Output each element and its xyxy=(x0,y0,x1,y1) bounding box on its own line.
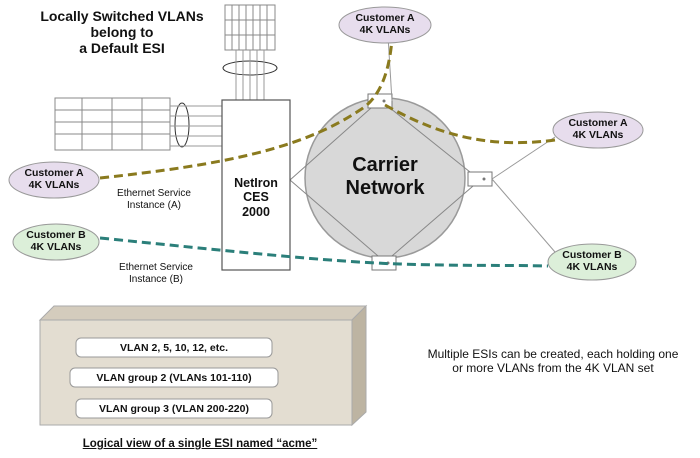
esi-row-1: VLAN 2, 5, 10, 12, etc. xyxy=(120,342,228,354)
esi-a-link xyxy=(99,39,556,180)
esi-b-link xyxy=(99,236,549,268)
left-vlan-bundle xyxy=(174,102,190,148)
customer-b-left-bubble xyxy=(12,223,100,261)
esi-box-caption: Logical view of a single ESI named “acme… xyxy=(82,438,318,450)
customer-a-right-bubble xyxy=(552,111,644,149)
locally-switched-label: Locally Switched VLANs belong to a Defau… xyxy=(40,8,204,57)
left-port-stack xyxy=(54,97,171,151)
customer-a-top-bubble xyxy=(338,6,432,44)
netiron-device xyxy=(221,99,291,271)
esi-row-2: VLAN group 2 (VLANs 101-110) xyxy=(96,372,252,384)
customer-a-left-bubble xyxy=(8,161,100,199)
esi-row-3: VLAN group 3 (VLAN 200-220) xyxy=(99,403,249,415)
customer-b-right-bubble xyxy=(547,243,637,281)
esi-row-1-pill xyxy=(75,337,273,358)
multiple-esi-note: Multiple ESIs can be created, each holdi… xyxy=(427,347,679,375)
top-port-stack xyxy=(224,4,276,51)
esi-row-3-pill xyxy=(75,398,273,419)
esi-row-2-pill xyxy=(69,367,279,388)
carrier-port-right xyxy=(467,171,493,187)
